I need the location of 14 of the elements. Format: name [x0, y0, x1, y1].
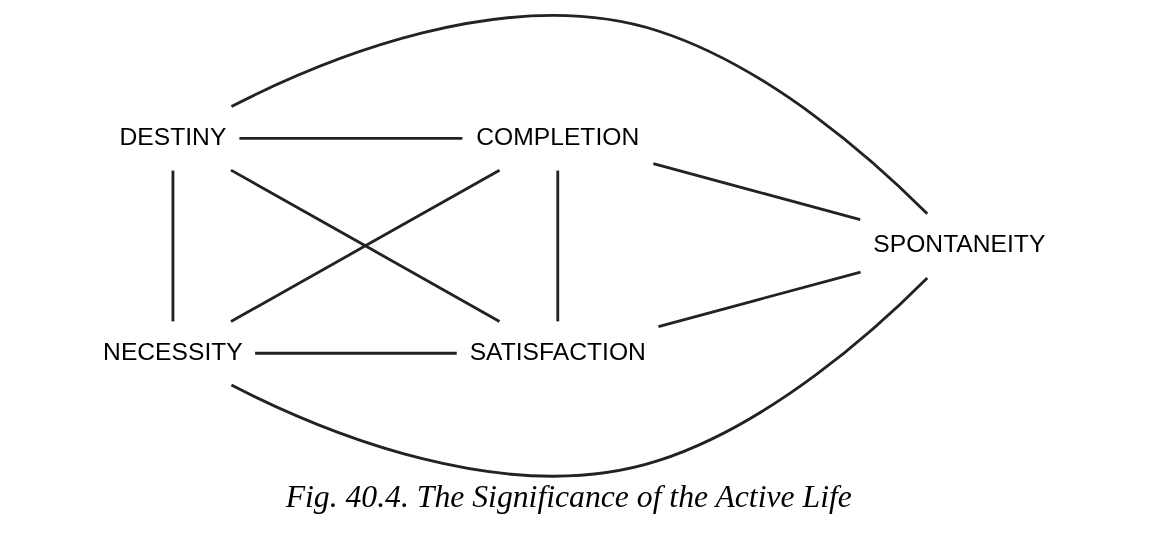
connector	[171, 170, 175, 322]
connector	[658, 270, 861, 328]
node-text: SATISFACTION	[469, 337, 646, 365]
connector	[230, 276, 929, 478]
connector	[255, 351, 457, 355]
caption: Fig. 40.4. The Significance of the Active Life	[285, 479, 852, 515]
connector	[230, 14, 929, 215]
node-text: SPONTANEITY	[873, 230, 1046, 258]
connector	[556, 170, 560, 322]
connector	[239, 137, 463, 140]
node-text: DESTINY	[119, 122, 227, 150]
connector	[653, 162, 861, 221]
node-text: NECESSITY	[103, 337, 243, 365]
node-text: COMPLETION	[476, 122, 640, 150]
